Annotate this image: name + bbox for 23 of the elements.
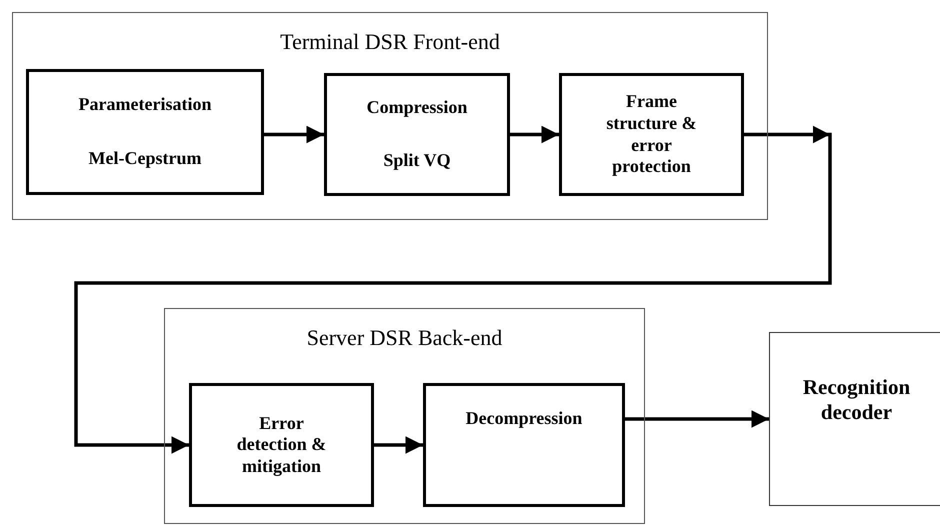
box-label: Mel-Cepstrum <box>88 148 202 170</box>
box-label: Recognition decoder <box>802 375 912 426</box>
box-label: Frame structure & error protection <box>605 91 698 178</box>
box-label: Compression <box>366 97 468 120</box>
arrow <box>264 126 324 144</box>
process-box <box>423 383 625 507</box>
arrow <box>374 436 423 454</box>
box-label: Parameterisation <box>78 94 212 116</box>
box-label: Split VQ <box>383 150 451 172</box>
process-box <box>189 383 374 507</box>
process-box <box>559 73 744 196</box>
arrow <box>625 410 769 428</box>
arrow <box>74 126 832 454</box>
box-label: Error detection & mitigation <box>236 412 328 478</box>
process-box <box>769 332 940 506</box>
group-title: Server DSR Back-end <box>306 325 504 351</box>
group-frame <box>12 12 768 220</box>
box-label: Decompression <box>466 408 582 430</box>
process-box <box>324 73 510 196</box>
group-frame <box>164 308 645 524</box>
group-title: Terminal DSR Front-end <box>279 29 501 55</box>
process-box <box>26 69 264 195</box>
arrow <box>510 126 559 144</box>
